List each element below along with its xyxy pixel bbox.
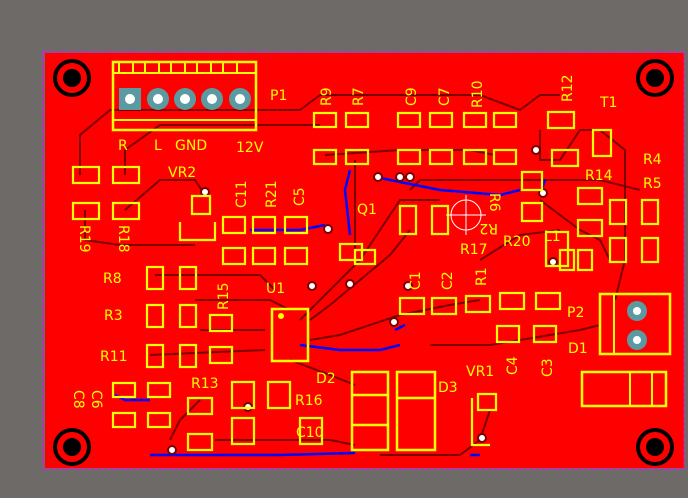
label-c10: C10	[296, 425, 324, 441]
label-c11: C11	[234, 180, 250, 208]
label-c7: C7	[437, 87, 453, 106]
label-r12: R12	[560, 74, 576, 102]
label-r14: R14	[585, 168, 613, 184]
connector-p2	[598, 292, 672, 356]
label-c5: C5	[292, 187, 308, 206]
label-r8: R8	[103, 271, 122, 287]
label-c9: C9	[404, 87, 420, 106]
label-c6: C6	[88, 390, 104, 409]
label-r21: R21	[264, 180, 280, 208]
label-r4: R4	[643, 152, 662, 168]
board-outline	[42, 51, 685, 470]
label-d3: D3	[438, 380, 458, 396]
label-r18: R18	[115, 225, 131, 253]
label-r3: R3	[104, 308, 123, 324]
diodes-d2-d3	[350, 370, 437, 452]
label-r11: R11	[100, 349, 128, 365]
label-d1: D1	[568, 341, 588, 357]
label-r20: R20	[503, 234, 531, 250]
label-c2: C2	[440, 271, 456, 290]
silkscreen-labels: P1 R L GND 12V R9 R7 C9 C7 R10 R12 T1 R4…	[70, 74, 662, 441]
label-r5: R5	[643, 176, 662, 192]
label-12v: 12V	[236, 140, 264, 156]
label-l: L	[154, 138, 162, 154]
label-vr1: VR1	[466, 364, 494, 380]
label-r19: R19	[76, 225, 92, 253]
label-r: R	[118, 138, 128, 154]
vias	[167, 145, 558, 455]
label-u1: U1	[266, 281, 285, 297]
label-q1: Q1	[357, 202, 377, 218]
top-traces	[79, 94, 641, 456]
label-c8: C8	[70, 390, 86, 409]
label-r2: R2	[479, 220, 498, 236]
label-c4: C4	[505, 356, 521, 375]
label-c1: C1	[408, 271, 424, 290]
connector-p1	[111, 60, 258, 132]
bottom-traces	[114, 169, 547, 457]
label-c3: C3	[540, 358, 556, 377]
label-l1: L1	[544, 229, 561, 245]
smd-footprints	[71, 110, 660, 452]
label-p2: P2	[567, 305, 584, 321]
label-p1: P1	[270, 88, 287, 104]
fiducial	[446, 195, 486, 235]
label-r1: R1	[474, 267, 490, 286]
ic-u1	[270, 307, 310, 363]
diode-d1	[580, 370, 668, 408]
label-r7: R7	[351, 87, 367, 106]
label-r15: R15	[216, 282, 232, 310]
label-r16: R16	[295, 393, 323, 409]
label-r17: R17	[460, 242, 488, 258]
label-d2: D2	[316, 371, 336, 387]
label-r10: R10	[470, 80, 486, 108]
label-r13: R13	[191, 376, 219, 392]
label-vr2: VR2	[168, 165, 196, 181]
label-gnd: GND	[175, 138, 207, 154]
mounting-holes	[53, 59, 674, 466]
label-t1: T1	[599, 95, 617, 111]
label-r9: R9	[319, 87, 335, 106]
label-r6: R6	[486, 193, 502, 212]
